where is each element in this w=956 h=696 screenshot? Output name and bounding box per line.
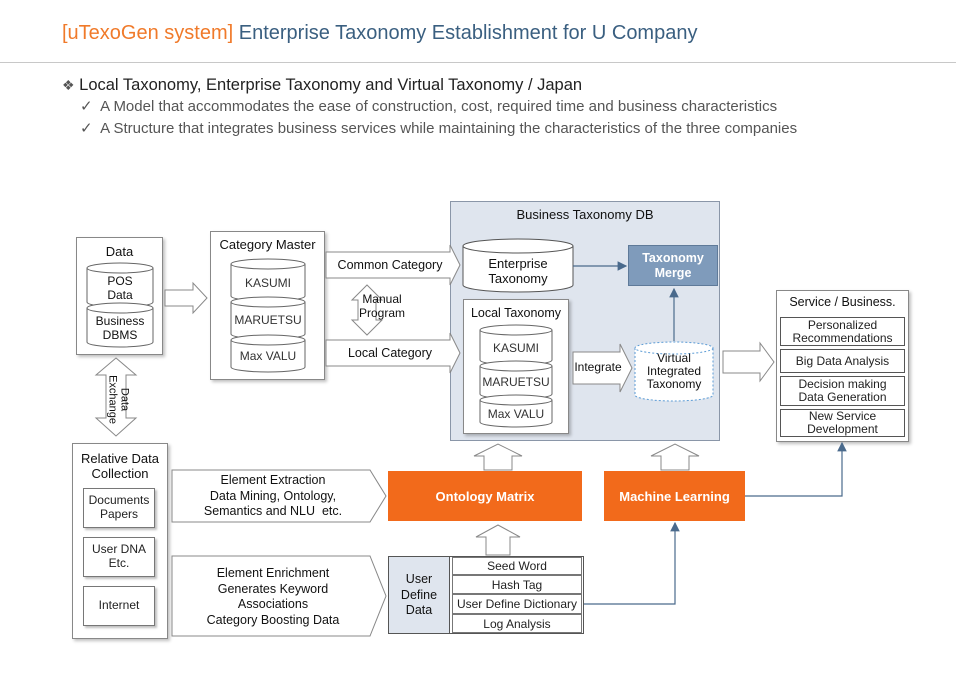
integrate-label: Integrate xyxy=(574,360,622,374)
data-exchange-label: Data Exchange xyxy=(107,375,131,425)
diamond-bullet-icon: ❖ xyxy=(62,77,75,93)
local-kasumi-label: KASUMI xyxy=(492,341,539,355)
sub-bullet-2-text: A Structure that integrates business ser… xyxy=(100,120,798,137)
category-maruetsu-cylinder xyxy=(230,296,306,340)
common-category-arrow xyxy=(325,244,461,286)
ontology-matrix-box: Ontology Matrix xyxy=(388,471,582,521)
documents-papers-doc: Documents Papers xyxy=(83,488,155,528)
machine-learning-box: Machine Learning xyxy=(604,471,745,521)
user-define-title-box xyxy=(388,556,450,634)
bt-db-title: Business Taxonomy DB xyxy=(516,207,654,222)
sub-bullet-1-text: A Model that accommodates the ease of co… xyxy=(100,98,778,115)
ml-up-arrow xyxy=(650,443,700,471)
data-box-title: Data xyxy=(105,244,134,259)
ontology-up-arrow xyxy=(473,443,523,471)
manual-program-arrow xyxy=(350,284,384,336)
local-category-label: Local Category xyxy=(347,346,433,360)
element-enrichment-label: Element Enrichment Generates Keyword Ass… xyxy=(206,566,340,627)
business-dbms-cylinder xyxy=(86,302,154,348)
local-kasumi-cylinder xyxy=(479,324,553,366)
pos-data-label: POS Data xyxy=(107,274,133,302)
element-extraction-label: Element Extraction Data Mining, Ontology… xyxy=(203,473,343,519)
enterprise-taxonomy-cylinder xyxy=(462,238,574,293)
user-dna-doc: User DNA Etc. xyxy=(83,537,155,577)
user-define-title: User Define Data xyxy=(400,572,438,618)
category-kasumi-label: KASUMI xyxy=(244,276,291,290)
local-taxonomy-title: Local Taxonomy xyxy=(470,306,562,320)
title-text: Enterprise Taxonomy Establishment for U … xyxy=(233,22,698,44)
virtual-taxonomy-label: Virtual Integrated Taxonomy xyxy=(646,351,702,392)
log-analysis-row: Log Analysis xyxy=(452,614,582,633)
local-category-arrow xyxy=(325,332,461,374)
business-dbms-label: Business DBMS xyxy=(95,314,145,342)
service-personalized: Personalized Recommendations xyxy=(780,317,905,346)
enterprise-taxonomy-label: Enterprise Taxonomy xyxy=(488,256,548,286)
seed-word-row: Seed Word xyxy=(452,557,582,575)
local-maruetsu-cylinder xyxy=(479,360,553,400)
service-title: Service / Business. xyxy=(789,295,896,309)
internet-doc: Internet xyxy=(83,586,155,626)
db-to-service-arrow xyxy=(722,341,775,383)
main-bullet-text: Local Taxonomy, Enterprise Taxonomy and … xyxy=(79,76,583,94)
common-category-label: Common Category xyxy=(337,258,443,272)
user-define-dictionary-row: User Define Dictionary xyxy=(452,594,582,614)
sub-bullet-2: ✓ A Structure that integrates business s… xyxy=(80,119,797,137)
data-to-category-arrow xyxy=(164,281,208,315)
userdata-up-arrow xyxy=(475,524,521,556)
service-decision: Decision making Data Generation xyxy=(780,376,905,406)
data-exchange-arrow xyxy=(94,357,138,437)
category-maxvalu-cylinder xyxy=(230,334,306,373)
local-maruetsu-label: MARUETSU xyxy=(482,375,550,389)
sub-bullet-1: ✓ A Model that accommodates the ease of … xyxy=(80,97,777,115)
ml-to-service-line xyxy=(745,441,847,497)
category-maruetsu-label: MARUETSU xyxy=(234,313,302,327)
check-icon: ✓ xyxy=(80,120,93,137)
relative-data-title: Relative Data Collection xyxy=(80,451,160,481)
manual-program-label: Manual Program xyxy=(358,292,405,320)
category-maxvalu-label: Max VALU xyxy=(239,349,297,363)
virtual-taxonomy-cylinder xyxy=(634,341,714,402)
integrate-arrow xyxy=(572,343,633,393)
service-new-development: New Service Development xyxy=(780,409,905,437)
category-master-title: Category Master xyxy=(219,237,316,252)
brand-label: [uTexoGen system] xyxy=(62,22,234,44)
check-icon: ✓ xyxy=(80,98,93,115)
service-big-data: Big Data Analysis xyxy=(780,349,905,373)
category-kasumi-cylinder xyxy=(230,258,306,302)
hash-tag-row: Hash Tag xyxy=(452,575,582,594)
local-maxvalu-cylinder xyxy=(479,394,553,428)
main-bullet: ❖ Local Taxonomy, Enterprise Taxonomy an… xyxy=(62,76,582,95)
page-title: [uTexoGen system] Enterprise Taxonomy Es… xyxy=(62,22,697,45)
extraction-arrow xyxy=(171,469,387,523)
enrichment-arrow xyxy=(171,555,387,637)
local-maxvalu-label: Max VALU xyxy=(487,407,545,421)
taxonomy-merge-box: Taxonomy Merge xyxy=(628,245,718,286)
title-divider xyxy=(0,62,956,63)
userdata-to-ml-line xyxy=(584,521,680,605)
